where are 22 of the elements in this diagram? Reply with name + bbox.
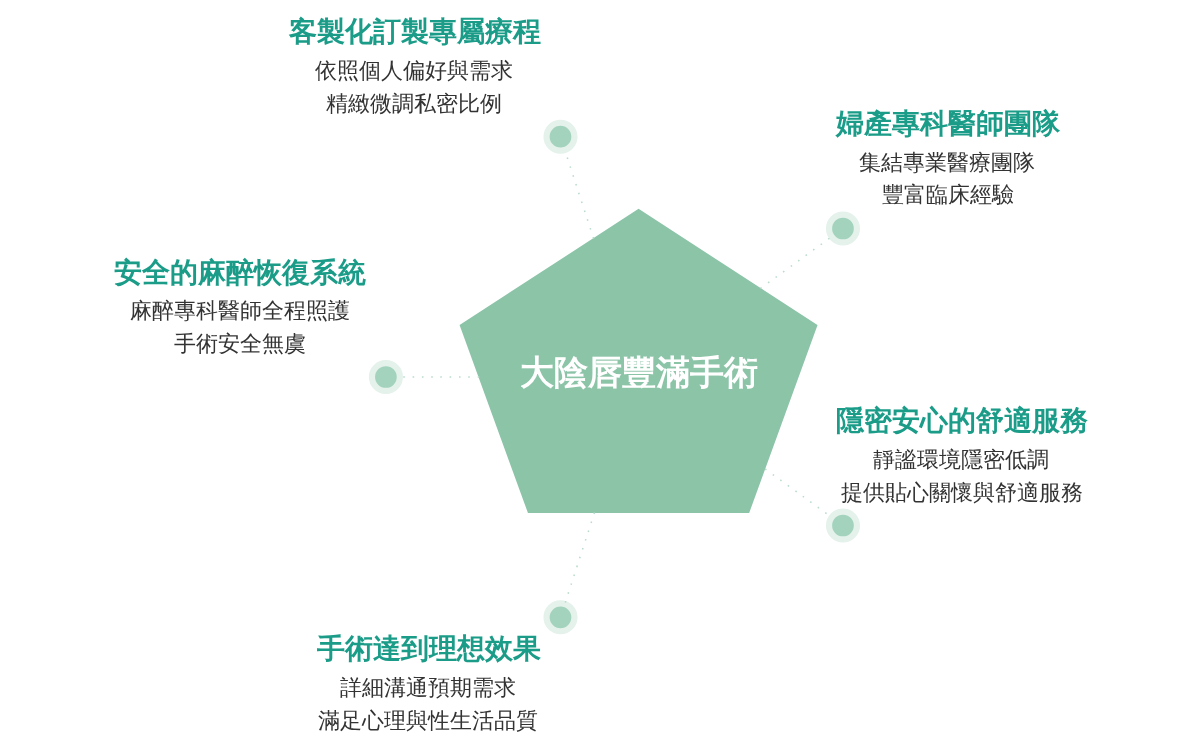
node-label: 依照個人偏好與需求	[314, 58, 513, 84]
node-label: 提供貼心關懷與舒適服務	[840, 479, 1083, 505]
node-label: 精緻微調私密比例	[325, 90, 502, 116]
node-label: 安全的麻醉恢復系統	[113, 255, 366, 289]
node-label: 集結專業醫療團隊	[858, 149, 1035, 175]
node-label: 豐富臨床經驗	[881, 182, 1014, 208]
node-label: 靜謐環境隱密低調	[872, 446, 1049, 472]
node-label: 手術達到理想效果	[316, 632, 541, 666]
node-label: 詳細溝通預期需求	[339, 675, 516, 701]
node-label: 婦產專科醫師團隊	[835, 107, 1060, 141]
node-label: 客製化訂製專屬療程	[288, 15, 541, 49]
node-circle	[542, 119, 577, 154]
node-label: 隱密安心的舒適服務	[835, 404, 1088, 438]
connector	[759, 235, 832, 290]
connector	[563, 511, 595, 605]
node-circle	[825, 508, 860, 543]
node-circle	[542, 600, 577, 635]
node-label: 麻醉專科醫師全程照護	[129, 298, 350, 324]
node-circle	[825, 211, 860, 246]
node-label: 手術安全無虞	[173, 330, 306, 356]
node-label: 滿足心理與性生活品質	[317, 707, 538, 733]
node-circle	[368, 359, 403, 395]
